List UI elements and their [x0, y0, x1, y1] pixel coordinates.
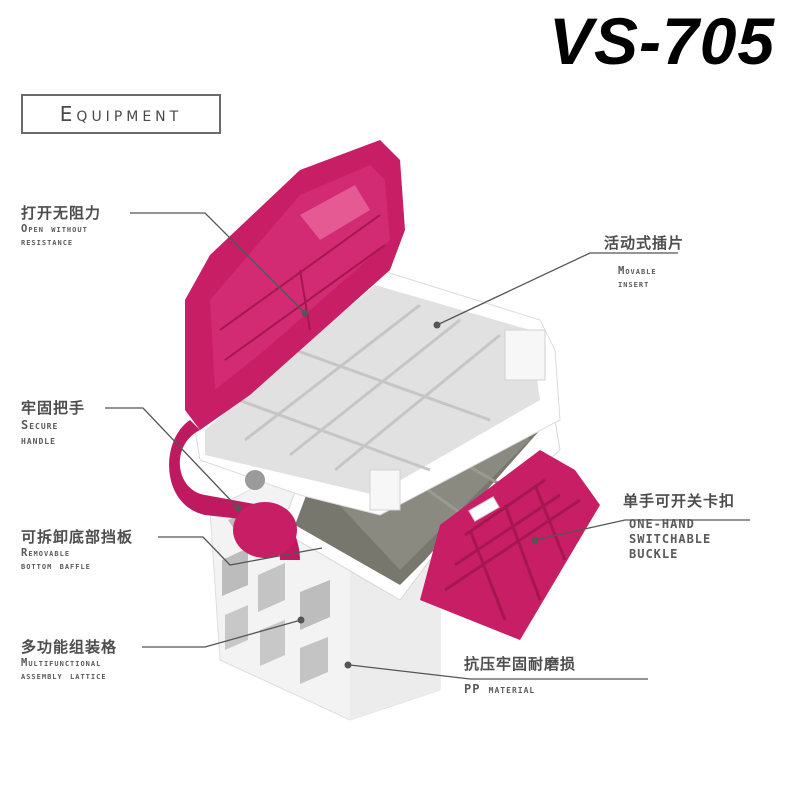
buckle-flap	[420, 450, 600, 640]
feature-insert: 活动式插片 Movable insert	[604, 233, 684, 291]
feature-open: 打开无阻力 Open without resistance	[21, 203, 101, 249]
feature-handle: 牢固把手 Secure handle	[21, 398, 85, 448]
feature-baffle: 可拆卸底部挡板 Removable bottom baffle	[21, 527, 133, 573]
feature-buckle-en-1: ONE-HAND	[629, 517, 695, 531]
feature-insert-en-2: insert	[618, 278, 650, 290]
feature-buckle-cn: 单手可开关卡扣	[623, 492, 736, 510]
feature-open-en-1: Open without	[21, 223, 88, 235]
section-label: Equipment	[59, 102, 183, 126]
feature-material-en-1: PP material	[464, 682, 536, 696]
model-title: VS-705	[549, 4, 776, 78]
feature-buckle-en-2: SWITCHABLE	[629, 532, 712, 546]
feature-insert-cn: 活动式插片	[604, 234, 685, 252]
handle	[169, 420, 300, 560]
feature-lattice-en-2: assembly lattice	[21, 670, 107, 682]
feature-handle-en-1: Secure	[21, 418, 59, 432]
feature-baffle-en-1: Removable	[21, 547, 71, 559]
upper-tray	[194, 269, 561, 516]
leader-dots	[234, 309, 539, 669]
feature-baffle-cn: 可拆卸底部挡板	[21, 528, 134, 546]
feature-lattice: 多功能组装格 Multifunctional assembly lattice	[21, 637, 117, 683]
feature-buckle-en-3: BUCKLE	[629, 547, 679, 561]
section-label-box: Equipment	[21, 94, 221, 134]
lid	[185, 140, 405, 430]
leader-lines	[105, 212, 750, 680]
feature-insert-en-1: Movable	[618, 265, 657, 277]
feature-material-cn: 抗压牢固耐磨损	[464, 655, 577, 673]
feature-buckle: 单手可开关卡扣 ONE-HAND SWITCHABLE BUCKLE	[623, 491, 735, 562]
feature-handle-en-2: handle	[21, 433, 56, 447]
feature-handle-cn: 牢固把手	[21, 399, 86, 417]
feature-lattice-cn: 多功能组装格	[21, 638, 118, 656]
feature-lattice-en-1: Multifunctional	[21, 657, 102, 669]
feature-material: 抗压牢固耐磨损 PP material	[464, 654, 576, 697]
feature-open-cn: 打开无阻力	[21, 204, 102, 222]
feature-open-en-2: resistance	[21, 236, 74, 248]
feature-baffle-en-2: bottom baffle	[21, 560, 91, 572]
